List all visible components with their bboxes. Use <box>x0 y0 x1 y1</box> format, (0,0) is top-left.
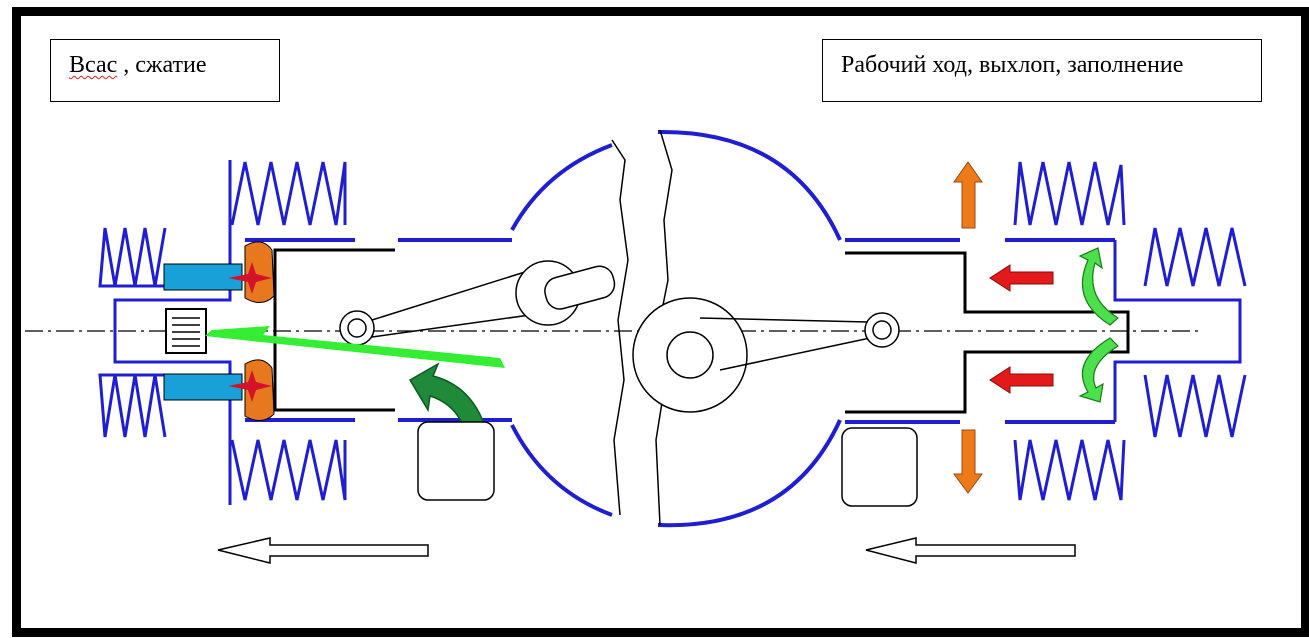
left-wrist-pin-inner <box>347 318 367 338</box>
crankcase-arc-top-left <box>510 143 613 231</box>
left-injector-top <box>163 263 243 291</box>
left-phase-word: Всас <box>69 52 118 78</box>
left-piston <box>273 248 395 412</box>
left-injector-bottom <box>163 373 243 401</box>
left-spark-bottom <box>228 370 272 402</box>
exhaust-arrow-up <box>953 161 983 229</box>
right-cylinder-head <box>1113 240 1242 422</box>
gas-arrow-bottom <box>989 366 1054 394</box>
right-head-fins-bottom <box>1143 374 1247 438</box>
right-barrel-fins-top <box>1013 161 1126 226</box>
right-piston <box>845 251 1130 414</box>
left-cylinder <box>98 160 616 564</box>
left-valve-slots <box>172 317 200 347</box>
left-connecting-rod <box>371 271 531 338</box>
left-head-fins-top <box>98 227 167 288</box>
left-phase-label: Всас , сжатие <box>50 39 280 102</box>
right-wrist-pin-inner <box>872 320 892 340</box>
crankcase-arc-bottom-left <box>510 424 613 517</box>
right-barrel-fins-bottom <box>1013 439 1126 501</box>
right-head-fins-top <box>1143 227 1247 287</box>
right-exhaust-port <box>841 427 918 507</box>
left-spark-top <box>228 262 272 294</box>
left-motion-arrow <box>217 537 429 564</box>
crankcase-break-left <box>611 139 629 516</box>
right-phase-label: Рабочий ход, выхлоп, заполнение <box>822 39 1262 102</box>
left-head-fins-bottom <box>98 373 167 438</box>
crankcase <box>510 129 842 528</box>
intake-flow-arrow <box>205 330 505 368</box>
right-connecting-rod <box>699 317 871 371</box>
left-barrel-fins-bottom <box>230 439 347 501</box>
right-phase-text: Рабочий ход, выхлоп, заполнение <box>841 52 1184 78</box>
exhaust-arrow-down <box>953 429 983 494</box>
left-phase-rest: , сжатие <box>117 52 207 78</box>
right-motion-arrow <box>865 537 1076 564</box>
intake-flow-arrow-head <box>212 326 270 342</box>
crankcase-arc-top-right <box>657 129 842 241</box>
crankshaft-inner <box>666 331 714 379</box>
left-crank-web <box>544 265 616 310</box>
crankcase-arc-bottom-right <box>657 419 842 528</box>
left-barrel-fins-top <box>230 161 347 226</box>
right-cylinder <box>699 161 1247 564</box>
gas-arrow-top <box>989 264 1054 292</box>
left-transfer-port <box>417 421 495 501</box>
scavenge-arrow-bottom <box>1078 337 1119 403</box>
scavenge-arrow-top <box>1078 247 1120 326</box>
